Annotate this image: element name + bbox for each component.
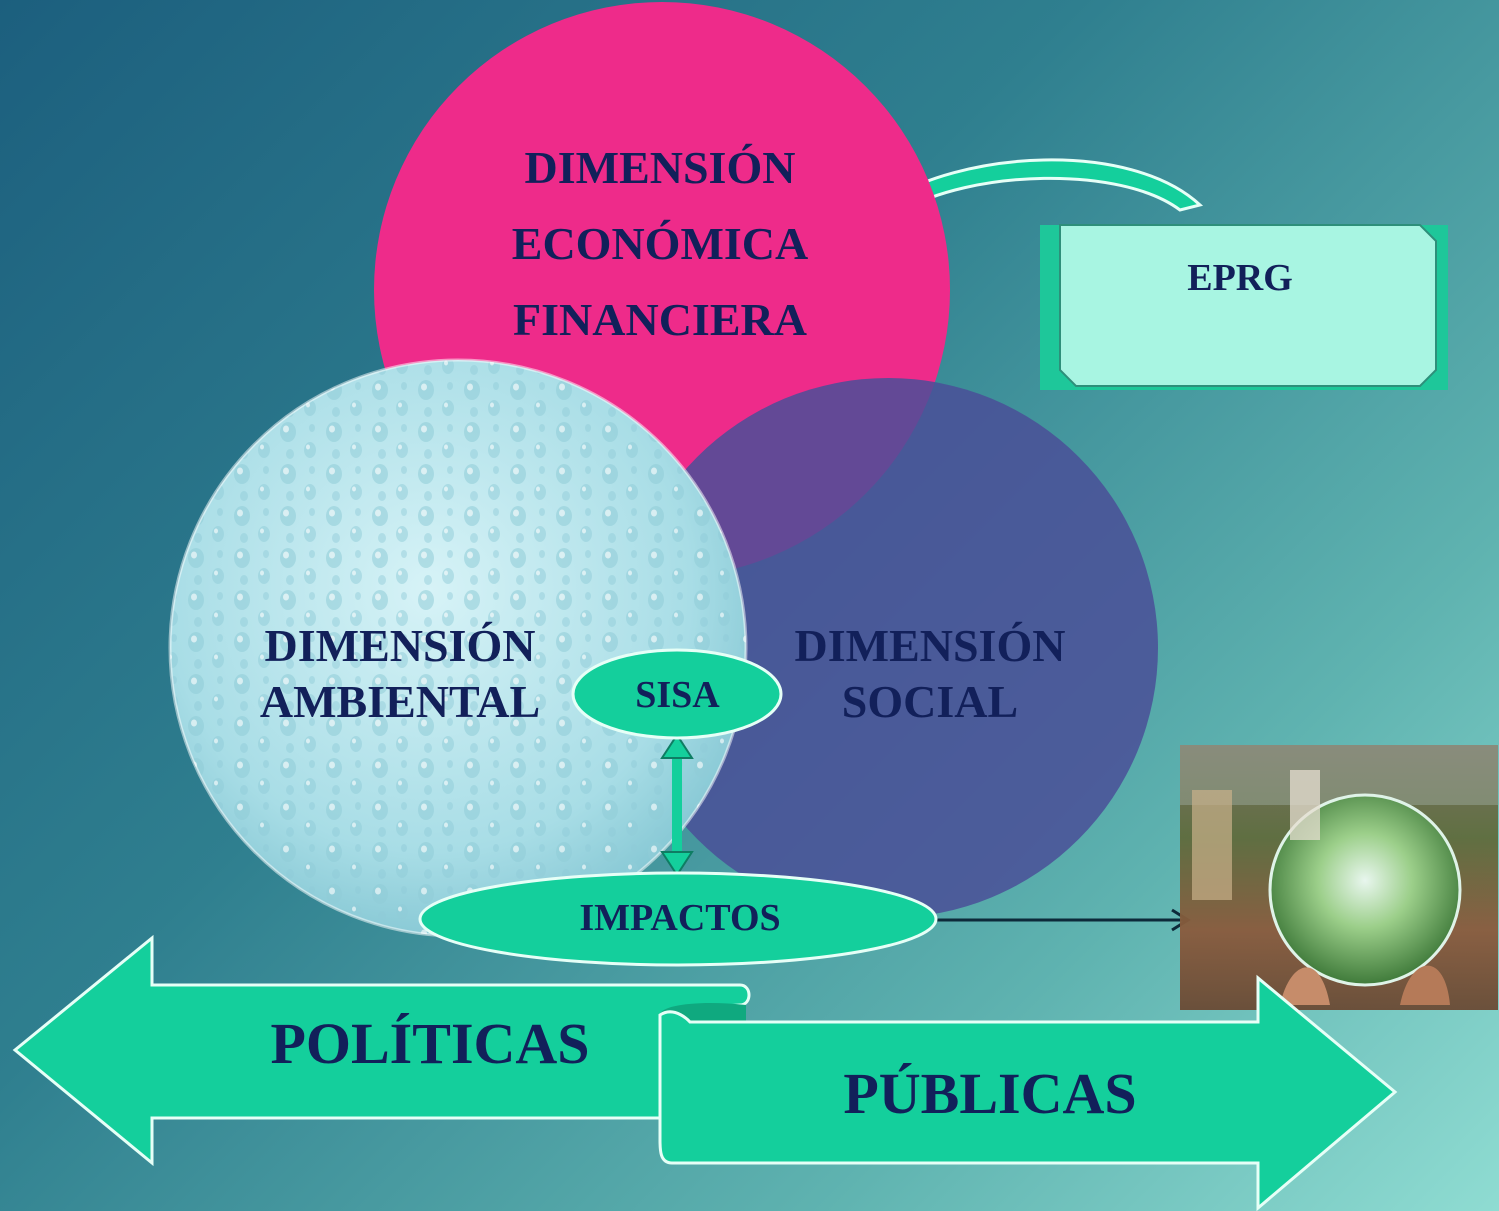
- farmers-photo: [1180, 745, 1498, 1010]
- label-publicas: PÚBLICAS: [843, 1061, 1137, 1126]
- label-eprg: EPRG: [1187, 257, 1293, 299]
- eprg-connector: [876, 158, 1204, 214]
- label-sisa: SISA: [635, 674, 720, 716]
- label-dimension-ambiental: DIMENSIÓN AMBIENTAL: [215, 618, 585, 730]
- farmer-figure-icon: [1192, 790, 1232, 900]
- label-impactos: IMPACTOS: [579, 897, 781, 939]
- label-economica-line-2: ECONÓMICA: [511, 218, 809, 269]
- label-dimension-social: DIMENSIÓN SOCIAL: [760, 618, 1100, 730]
- sisa-node: [571, 648, 783, 740]
- eprg-box: [1040, 224, 1448, 390]
- label-ambiental-line-2: AMBIENTAL: [259, 676, 541, 727]
- label-economica-line-1: DIMENSIÓN: [524, 142, 796, 193]
- farmer-figure-icon: [1290, 770, 1320, 840]
- circle-social: [618, 378, 1158, 918]
- label-economica-line-3: FINANCIERA: [513, 294, 807, 345]
- arrow-publicas: [658, 974, 1398, 1211]
- globe-icon: [1268, 793, 1462, 987]
- label-dimension-economica: DIMENSIÓN ECONÓMICA FINANCIERA: [440, 130, 880, 358]
- label-politicas: POLÍTICAS: [270, 1011, 590, 1076]
- sisa-impactos-arrow: [660, 733, 694, 877]
- circle-ambiental: [168, 358, 748, 938]
- impactos-to-photo-arrow: [935, 908, 1191, 932]
- label-ambiental-line-1: DIMENSIÓN: [264, 620, 536, 671]
- label-social-line-2: SOCIAL: [841, 676, 1019, 727]
- hand-icon: [1400, 965, 1450, 1005]
- impactos-node: [418, 871, 938, 967]
- label-social-line-1: DIMENSIÓN: [794, 620, 1066, 671]
- hand-icon: [1280, 967, 1330, 1005]
